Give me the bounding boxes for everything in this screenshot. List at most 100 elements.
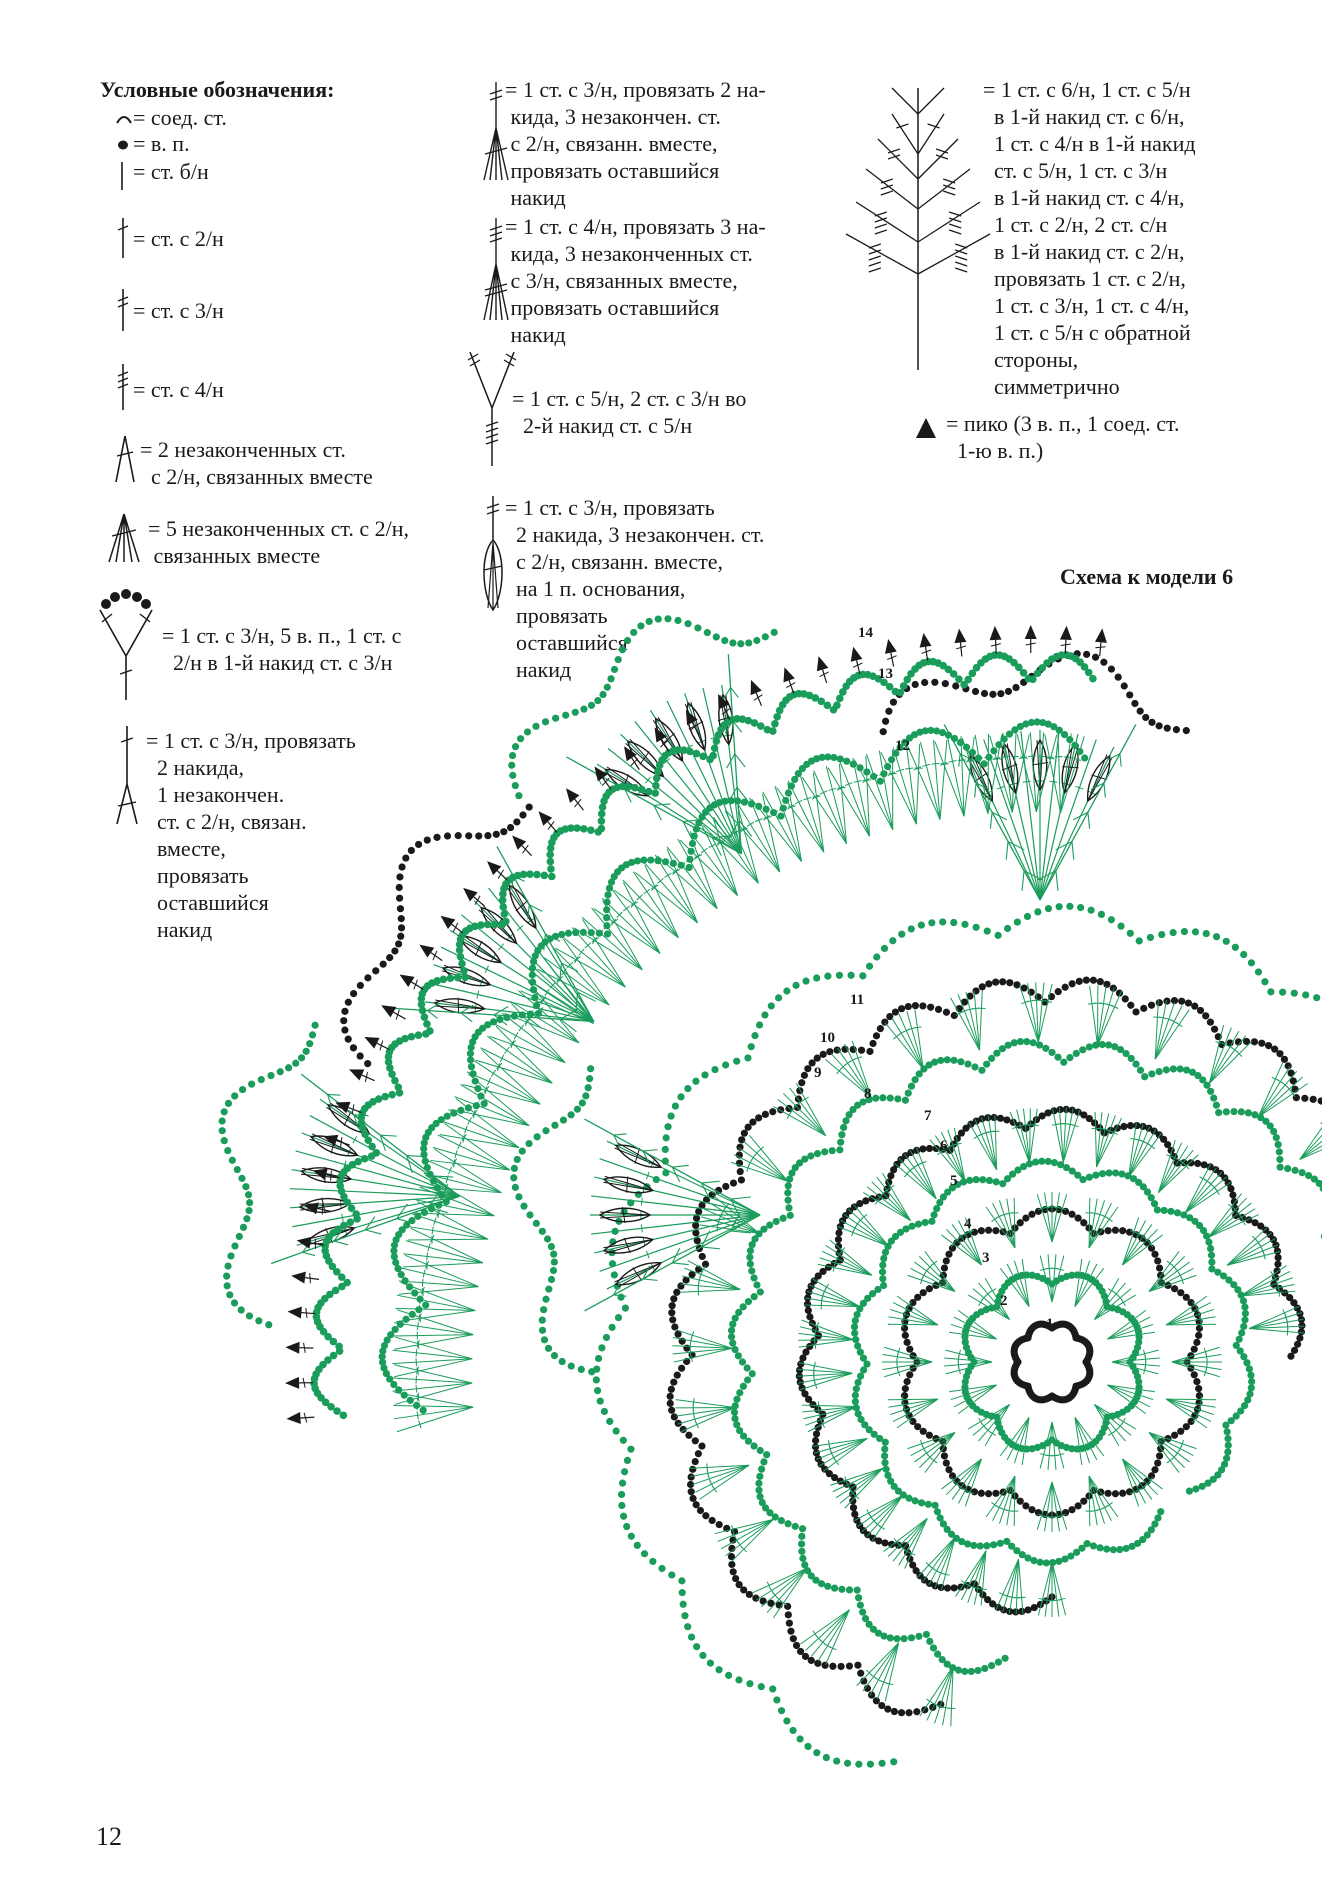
round-5-fan bbox=[817, 1239, 873, 1276]
picot-0 bbox=[286, 1412, 315, 1425]
round-7-fan bbox=[1087, 985, 1123, 1046]
round-3-fan bbox=[1165, 1295, 1217, 1329]
round-number-label: 1 bbox=[1046, 1316, 1054, 1332]
picot-21 bbox=[594, 766, 612, 790]
round-5-fan bbox=[863, 1173, 912, 1222]
round-7-fan bbox=[1019, 982, 1053, 1043]
round-2-fan bbox=[1074, 1258, 1105, 1307]
round-5-fan bbox=[955, 1550, 987, 1606]
picot-4 bbox=[291, 1271, 320, 1284]
edge-fan bbox=[961, 733, 1003, 814]
pineapple-leaf-0 bbox=[598, 1206, 652, 1224]
round-5-fan bbox=[1248, 1305, 1305, 1336]
round-2-fan bbox=[1107, 1384, 1156, 1415]
picot-22 bbox=[624, 746, 640, 771]
round-3-fan bbox=[985, 1197, 1019, 1249]
tree-stitch-icon bbox=[838, 84, 998, 374]
pineapple-leaf-1 bbox=[433, 997, 486, 1014]
pineapple-outline-4 bbox=[218, 1021, 319, 1329]
round-2-fan bbox=[1039, 1254, 1065, 1303]
round-3-fan bbox=[985, 1475, 1019, 1527]
round-3-chain bbox=[900, 1205, 1204, 1519]
round-7-fan bbox=[714, 1518, 774, 1563]
legend-y-stitch: = 1 ст. с 3/н, 5 в. п., 1 ст. с 2/н в 1-… bbox=[162, 623, 402, 675]
picot-28 bbox=[816, 656, 829, 684]
round-5-fan bbox=[1207, 1193, 1259, 1238]
pineapple-leaf-1 bbox=[506, 883, 537, 930]
fern-0-b bbox=[584, 1212, 761, 1312]
legend-title: Условные обозначения: bbox=[100, 77, 335, 102]
round-2-fan bbox=[1093, 1403, 1136, 1446]
round-5-fan bbox=[894, 1147, 937, 1200]
pineapple-outline-1 bbox=[340, 803, 533, 1068]
round-2-fan bbox=[948, 1309, 997, 1340]
round-3-fan bbox=[1165, 1395, 1217, 1429]
round-2-fan bbox=[948, 1384, 997, 1415]
edge-fan bbox=[656, 833, 718, 910]
triple-crochet-icon bbox=[116, 287, 130, 333]
legend-tree-stitch: = 1 ст. с 6/н, 1 ст. с 5/н в 1-й накид с… bbox=[983, 77, 1196, 399]
round-5-fan bbox=[1240, 1265, 1296, 1297]
picot-18 bbox=[512, 835, 533, 857]
round-7-fan bbox=[1299, 1122, 1322, 1160]
picot-24 bbox=[685, 710, 700, 736]
pineapple-leaf-4 bbox=[298, 1197, 352, 1214]
round-7-fan bbox=[773, 1083, 827, 1137]
picot-5 bbox=[296, 1236, 325, 1249]
page-number: 12 bbox=[96, 1822, 122, 1851]
round-5-fan bbox=[837, 1204, 890, 1247]
round-5-fan bbox=[802, 1401, 858, 1433]
round-number-label: 14 bbox=[858, 625, 874, 641]
picot-26 bbox=[750, 679, 763, 707]
edge-fan bbox=[430, 1123, 511, 1171]
pineapple-leaf-0 bbox=[602, 1175, 655, 1194]
round-7-fan bbox=[1257, 1062, 1309, 1118]
fork-stitch-icon bbox=[462, 346, 522, 470]
round-5-fan bbox=[812, 1438, 868, 1472]
picot-15 bbox=[440, 915, 464, 934]
leaf-puff-icon bbox=[476, 494, 510, 614]
x-stitch-icon bbox=[112, 724, 142, 828]
round-number-label: 10 bbox=[820, 1030, 835, 1046]
picot-16 bbox=[463, 887, 485, 907]
edge-fan bbox=[398, 1254, 479, 1297]
edge-fan bbox=[421, 1148, 502, 1194]
slip-stitch-icon bbox=[114, 112, 134, 126]
round-5-fan bbox=[1157, 1140, 1199, 1194]
legend-picot: = пико (3 в. п., 1 соед. ст. 1-ю в. п.) bbox=[946, 411, 1180, 463]
picot-29 bbox=[850, 646, 863, 675]
round-2-fan bbox=[1039, 1421, 1065, 1470]
round-3-fan bbox=[887, 1395, 939, 1429]
round-5-fan bbox=[797, 1361, 853, 1391]
pineapple-leaf-0 bbox=[614, 1262, 663, 1288]
legend-cluster-5: = 5 незаконченных ст. с 2/н, связанных в… bbox=[148, 516, 410, 568]
single-crochet-icon bbox=[117, 160, 127, 192]
round-2-fan bbox=[968, 1403, 1011, 1446]
legend-triple-crochet: = ст. с 3/н bbox=[133, 298, 224, 323]
edge-fan bbox=[392, 1336, 473, 1378]
picot-9 bbox=[335, 1101, 362, 1115]
round-3-fan bbox=[1148, 1432, 1197, 1473]
pineapple-outline-2 bbox=[508, 615, 778, 800]
edge-fan bbox=[593, 882, 661, 954]
edge-fan bbox=[414, 1174, 495, 1218]
edge-fan bbox=[827, 756, 871, 837]
legend-double-crochet: = ст. с 2/н bbox=[133, 226, 224, 251]
round-8-scallops bbox=[592, 902, 1321, 1768]
round-number-label: 2 bbox=[1000, 1293, 1008, 1309]
picot-27 bbox=[783, 667, 796, 694]
round-7-fan bbox=[884, 1009, 924, 1070]
picot-34 bbox=[1024, 625, 1037, 654]
round-2-fan bbox=[1111, 1349, 1160, 1375]
legend-cluster-3-quad: = 1 ст. с 4/н, провязать 3 на- кида, 3 н… bbox=[505, 214, 766, 347]
pineapple-outline-3 bbox=[879, 650, 1190, 736]
round-3-fan bbox=[1122, 1217, 1163, 1266]
round-5-fan bbox=[830, 1467, 884, 1509]
edge-fan bbox=[450, 1073, 530, 1127]
edge-fan bbox=[776, 772, 825, 853]
picot-2 bbox=[285, 1341, 314, 1354]
round-2-fan bbox=[1093, 1278, 1136, 1321]
edge-fan bbox=[475, 1025, 553, 1084]
picot-10 bbox=[349, 1069, 375, 1083]
